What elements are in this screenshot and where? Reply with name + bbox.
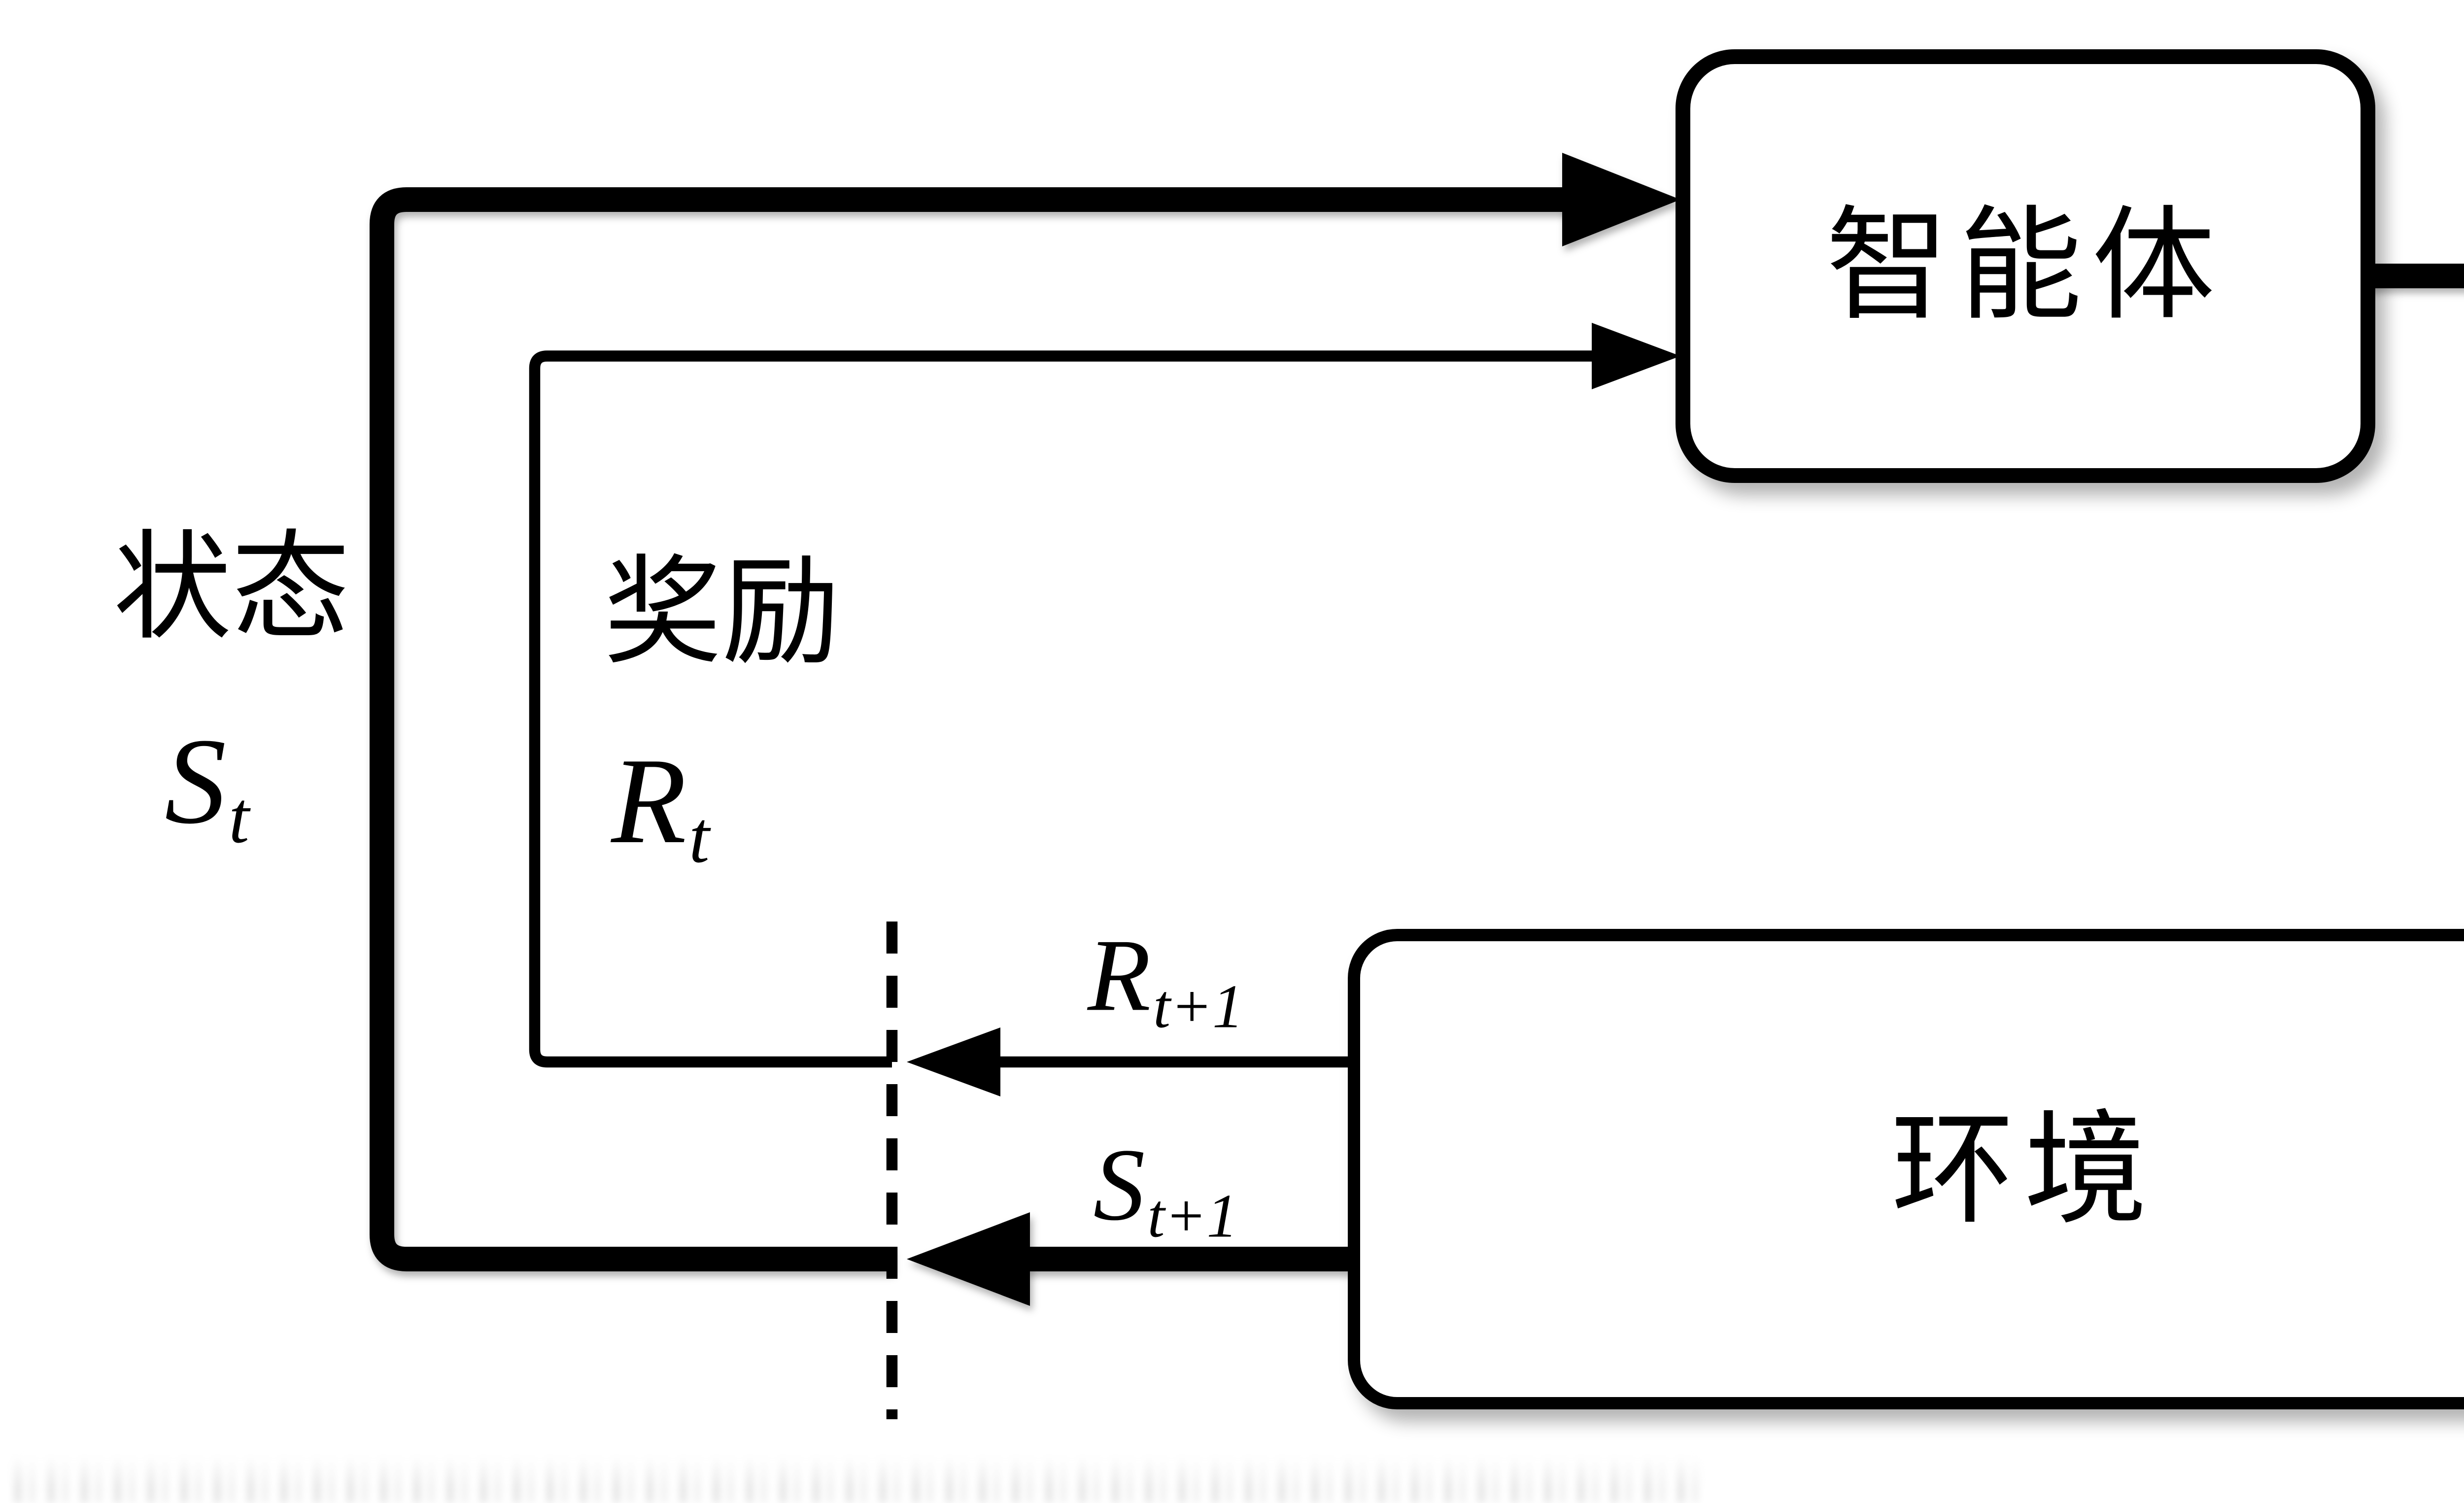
next-reward-symbol-base: R <box>1087 921 1151 1035</box>
state-symbol-subscript: t <box>229 779 249 860</box>
state-loop-line <box>370 187 1567 1271</box>
state-into-agent-arrowhead <box>1562 153 1680 246</box>
reward-symbol-subscript: t <box>689 798 710 880</box>
state-symbol-base: S <box>165 712 227 850</box>
state-label: 状态 <box>113 525 350 655</box>
agent-box: 智能体 <box>1676 49 2375 483</box>
reward-into-agent-arrowhead <box>1592 323 1680 389</box>
next-state-symbol-subscript: t+1 <box>1147 1185 1238 1252</box>
next-reward-arrowhead <box>907 1027 1000 1096</box>
cropped-text-remnant <box>15 1456 1700 1503</box>
reward-label: 奖励 <box>603 549 841 680</box>
reward-loop-line <box>529 350 1602 1068</box>
environment-box: 环境 <box>1348 929 2464 1409</box>
environment-box-label: 环境 <box>1891 1100 2157 1238</box>
next-state-arrowhead <box>907 1212 1030 1306</box>
next-reward-symbol-subscript: t+1 <box>1153 975 1244 1042</box>
agent-box-label: 智能体 <box>1826 197 2225 335</box>
next-state-symbol-base: S <box>1093 1130 1145 1244</box>
reward-symbol-base: R <box>611 731 687 870</box>
